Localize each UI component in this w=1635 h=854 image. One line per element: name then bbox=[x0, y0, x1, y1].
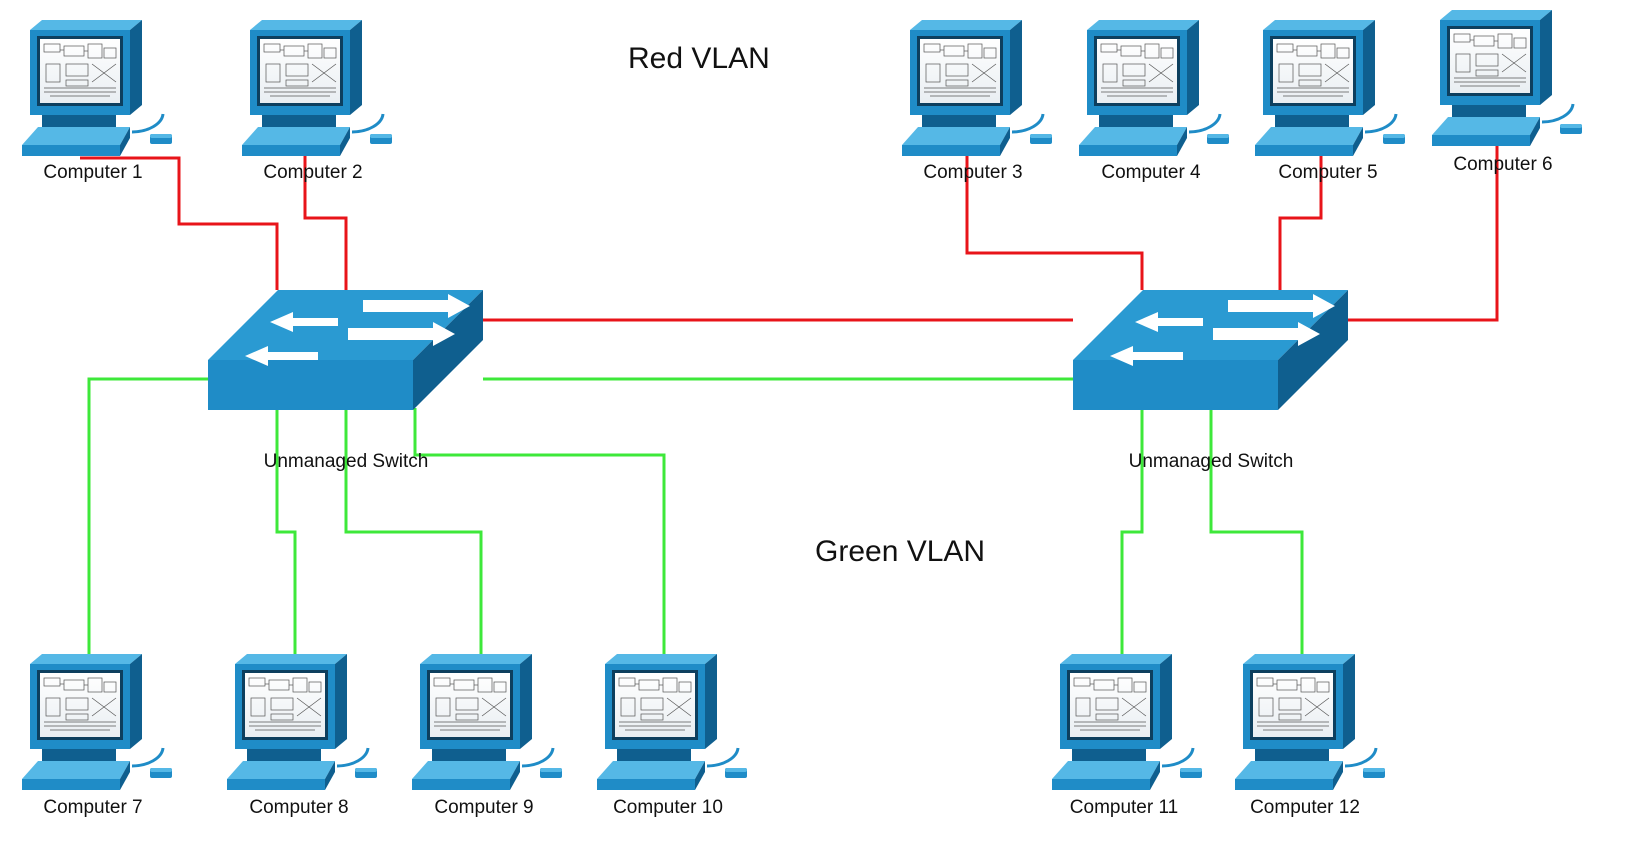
green-link-computer-8-to-switch-left bbox=[275, 408, 297, 654]
switch-right-label: Unmanaged Switch bbox=[1128, 451, 1294, 472]
computer-2-icon bbox=[240, 18, 394, 158]
computer-9-icon bbox=[410, 652, 564, 792]
computer-7-label: Computer 7 bbox=[43, 797, 143, 818]
computer-2-label: Computer 2 bbox=[263, 162, 363, 183]
computer-10-label: Computer 10 bbox=[613, 797, 723, 818]
green-link-computer-10-to-switch-left bbox=[413, 408, 666, 654]
green-link-computer-7-to-switch-left bbox=[87, 377, 208, 654]
switch-right-icon bbox=[1073, 290, 1348, 410]
red-link-computer-6-to-switch-right bbox=[1348, 140, 1499, 322]
computer-5-icon bbox=[1253, 18, 1407, 158]
computer-5-label: Computer 5 bbox=[1278, 162, 1378, 183]
red-link-computer-2-to-switch-left bbox=[303, 150, 348, 290]
red-link-computer-5-to-switch-right bbox=[1278, 150, 1323, 290]
computer-7-icon bbox=[20, 652, 174, 792]
computer-4-label: Computer 4 bbox=[1101, 162, 1201, 183]
green-vlan-title: Green VLAN bbox=[815, 535, 986, 568]
computer-12-icon bbox=[1233, 652, 1387, 792]
computer-9-label: Computer 9 bbox=[434, 797, 534, 818]
red-link-computer-1-to-switch-left bbox=[80, 156, 279, 290]
switch-left-label: Unmanaged Switch bbox=[263, 451, 429, 472]
switch-left-icon bbox=[208, 290, 483, 410]
computer-10-icon bbox=[595, 652, 749, 792]
computer-12-label: Computer 12 bbox=[1250, 797, 1360, 818]
computer-3-label: Computer 3 bbox=[923, 162, 1023, 183]
computer-8-label: Computer 8 bbox=[249, 797, 349, 818]
computer-11-icon bbox=[1050, 652, 1204, 792]
red-link-computer-3-to-switch-right bbox=[965, 150, 1144, 290]
computer-1-icon bbox=[20, 18, 174, 158]
computer-6-icon bbox=[1430, 8, 1584, 148]
red-vlan-title: Red VLAN bbox=[628, 42, 770, 75]
green-link-computer-11-to-switch-right bbox=[1120, 408, 1144, 654]
green-link-computer-9-to-switch-left bbox=[344, 408, 483, 654]
computer-11-label: Computer 11 bbox=[1069, 797, 1179, 818]
computer-1-label: Computer 1 bbox=[43, 162, 143, 183]
computer-3-icon bbox=[900, 18, 1054, 158]
computer-8-icon bbox=[225, 652, 379, 792]
computer-4-icon bbox=[1077, 18, 1231, 158]
computer-6-label: Computer 6 bbox=[1453, 154, 1553, 175]
green-link-computer-12-to-switch-right bbox=[1209, 408, 1304, 654]
